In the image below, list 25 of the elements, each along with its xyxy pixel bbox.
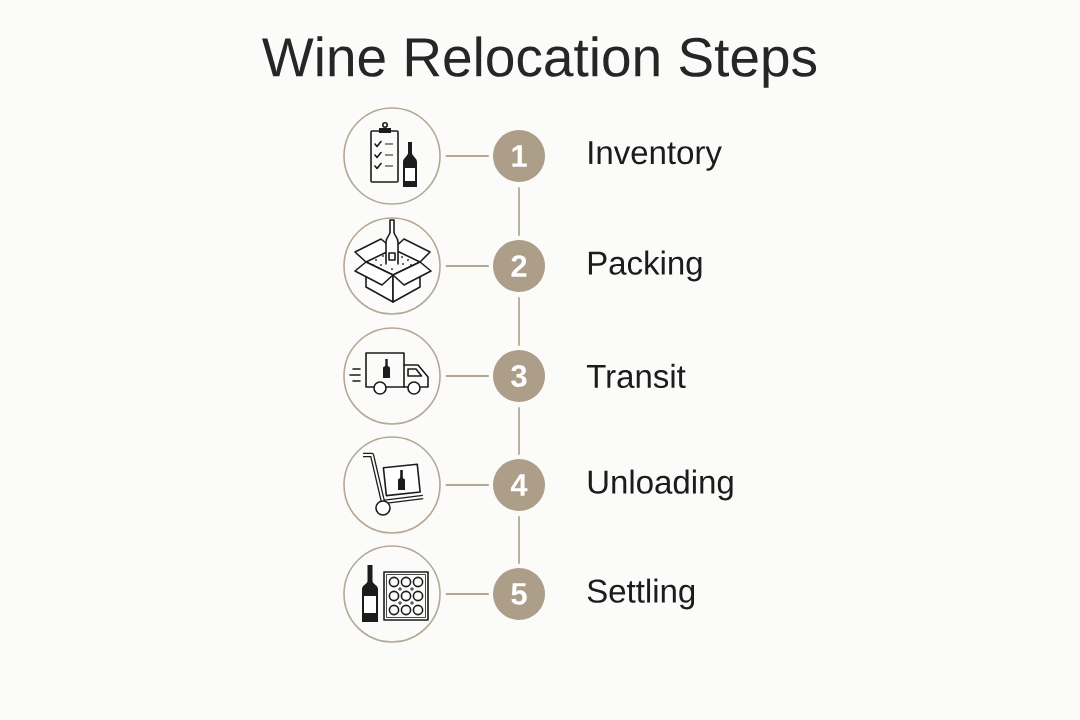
step-label: Unloading <box>588 469 733 501</box>
icon-circle <box>343 436 441 534</box>
step-number: 1 <box>493 130 545 182</box>
connector-line <box>444 375 490 377</box>
connector-line <box>444 593 490 595</box>
icon-circle <box>343 327 441 425</box>
step-label: Packing <box>588 250 702 282</box>
connector-line <box>518 296 520 347</box>
icon-circle <box>343 545 441 643</box>
connector-line <box>444 265 490 267</box>
step-label: Inventory <box>589 141 722 171</box>
diagram-title: Wine Relocation Steps <box>262 36 817 88</box>
step-label: Transit <box>586 363 686 389</box>
connector-line <box>518 515 520 565</box>
icon-circle <box>343 107 441 205</box>
connector-line <box>444 484 490 486</box>
step-number: 3 <box>493 350 545 402</box>
step-number: 2 <box>493 240 545 292</box>
step-number: 5 <box>493 568 545 620</box>
step-number: 4 <box>493 459 545 511</box>
step-label: Settling <box>587 578 695 610</box>
connector-line <box>518 186 520 237</box>
connector-line <box>444 155 490 157</box>
icon-circle <box>343 217 441 315</box>
connector-line <box>518 406 520 456</box>
